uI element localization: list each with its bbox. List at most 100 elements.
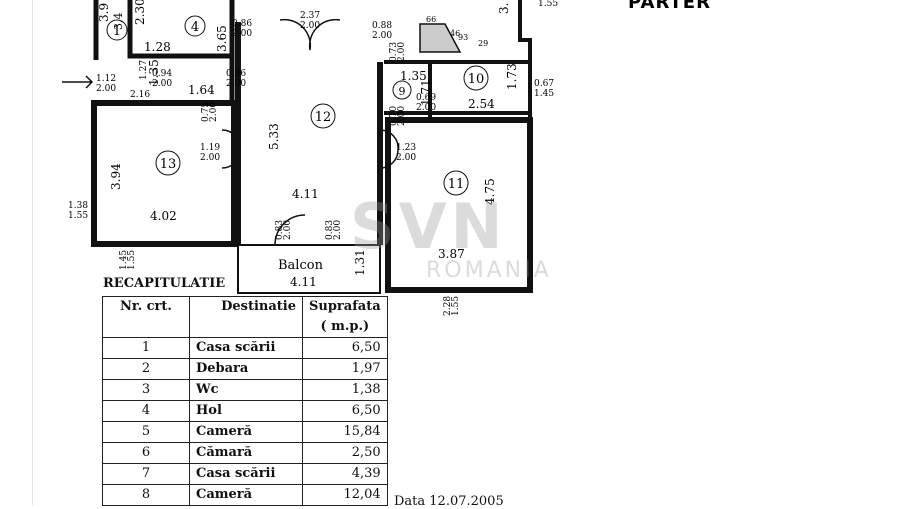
dim-label: 2.00 xyxy=(96,84,116,94)
row-nr: 4 xyxy=(102,400,190,422)
door-swing-3 xyxy=(221,129,241,169)
dim-label: 4.11 xyxy=(290,275,317,289)
row-dest: Wc xyxy=(189,379,303,401)
header-nr: Nr. crt. xyxy=(102,296,190,338)
dim-label: 1.55 xyxy=(451,296,461,316)
dim-label: 1.35 xyxy=(147,59,161,86)
room-circle-12 xyxy=(310,103,336,129)
dim-label: 4.75 xyxy=(483,178,497,205)
balcony-outline xyxy=(237,244,381,294)
dim-label: 2.00 xyxy=(372,31,392,41)
door-swing-2 xyxy=(279,18,341,51)
dim-label: 1.55 xyxy=(127,250,137,270)
dim-label: 2.00 xyxy=(300,21,320,31)
dim-label: 4.11 xyxy=(292,187,319,201)
dim-label: 1.35 xyxy=(400,69,427,83)
room-number-10: 10 xyxy=(468,72,485,87)
dim-label: 1.19 xyxy=(200,143,220,153)
balcony-label: Balcon xyxy=(278,258,324,273)
entry-arrow-icon xyxy=(62,75,94,89)
dim-label: 1.55 xyxy=(538,0,558,9)
row-nr: 3 xyxy=(102,379,190,401)
row-nr: 2 xyxy=(102,358,190,380)
dim-label: 2.00 xyxy=(200,153,220,163)
document-date: Data 12.07.2005 xyxy=(394,494,504,509)
room-circle-9 xyxy=(392,80,412,100)
room-circle-10 xyxy=(463,65,489,91)
dim-label: 46 xyxy=(450,29,460,38)
dim-label: 66 xyxy=(426,15,436,24)
dim-label: 29 xyxy=(478,39,488,48)
floor-title: PARTER xyxy=(628,0,711,13)
header-supr: Suprafata xyxy=(302,296,388,317)
row-nr: 7 xyxy=(102,463,190,485)
dim-label: 0.86 xyxy=(226,69,246,79)
header-dest: Destinatie xyxy=(189,296,303,338)
dim-label: 1.38 xyxy=(68,201,88,211)
dim-label: 2.30 xyxy=(133,0,147,25)
dim-label: 2.00 xyxy=(396,153,416,163)
row-supr: 12,04 xyxy=(302,484,388,506)
dim-label: 3.87 xyxy=(438,247,465,261)
row-dest: Cămară xyxy=(189,442,303,464)
row-nr: 8 xyxy=(102,484,190,506)
dim-label: 2.54 xyxy=(468,97,495,111)
dim-label: 3.4 xyxy=(112,13,125,31)
row-dest: Hol xyxy=(189,400,303,422)
room-number-11: 11 xyxy=(448,177,465,192)
dim-label: 0.83 xyxy=(325,220,335,240)
dim-label: 2.00 xyxy=(333,220,343,240)
room-number-12: 12 xyxy=(315,110,332,125)
row-supr: 15,84 xyxy=(302,421,388,443)
room-number-9: 9 xyxy=(399,85,406,98)
dim-label: 2.37 xyxy=(300,11,320,21)
row-dest: Casa scării xyxy=(189,337,303,359)
row-dest: Debara xyxy=(189,358,303,380)
dim-label: 2.00 xyxy=(232,29,252,39)
dim-label: 2.00 xyxy=(226,79,246,89)
row-supr: 4,39 xyxy=(302,463,388,485)
room-11-walls xyxy=(385,117,533,293)
dim-label: 1.28 xyxy=(144,40,171,54)
recap-heading: RECAPITULATIE xyxy=(103,276,226,291)
dim-label: 93 xyxy=(458,33,468,42)
dim-label: 2.00 xyxy=(397,106,407,126)
dim-label: 0.86 xyxy=(232,19,252,29)
dim-label: 2.00 xyxy=(416,103,436,113)
top-rooms-walls xyxy=(93,0,235,100)
row-supr: 1,97 xyxy=(302,358,388,380)
top-right-wall xyxy=(518,0,532,62)
dim-label: 2.00 xyxy=(152,79,172,89)
dim-label: 3.65 xyxy=(215,25,229,52)
dim-label: 0.83 xyxy=(275,220,285,240)
row-nr: 1 xyxy=(102,337,190,359)
dim-label: 3. xyxy=(497,3,511,14)
watermark-brand: SVN xyxy=(350,190,507,263)
dim-label: 2.00 xyxy=(283,220,293,240)
row-nr: 6 xyxy=(102,442,190,464)
dim-label: 1.23 xyxy=(396,143,416,153)
row-dest: Cameră xyxy=(189,421,303,443)
dim-label: 2.16 xyxy=(130,90,150,100)
dim-label: 2.00 xyxy=(397,42,407,62)
dim-label: 1.45 xyxy=(534,89,554,99)
dim-label: 1.45 xyxy=(119,250,129,270)
room-circle-11 xyxy=(443,170,469,196)
watermark-sub: ROMANIA xyxy=(426,258,552,283)
dim-label: 3.9 xyxy=(97,3,111,22)
dim-label: 0.94 xyxy=(152,69,172,79)
dim-label: 1.27 xyxy=(139,60,149,80)
dim-label: 0.75 xyxy=(201,102,211,122)
dim-label: 2.00 xyxy=(209,102,219,122)
row-supr: 1,38 xyxy=(302,379,388,401)
room-number-1: 1 xyxy=(113,24,121,39)
dim-label: 0.70 xyxy=(389,106,399,126)
room-13-walls xyxy=(91,100,237,247)
